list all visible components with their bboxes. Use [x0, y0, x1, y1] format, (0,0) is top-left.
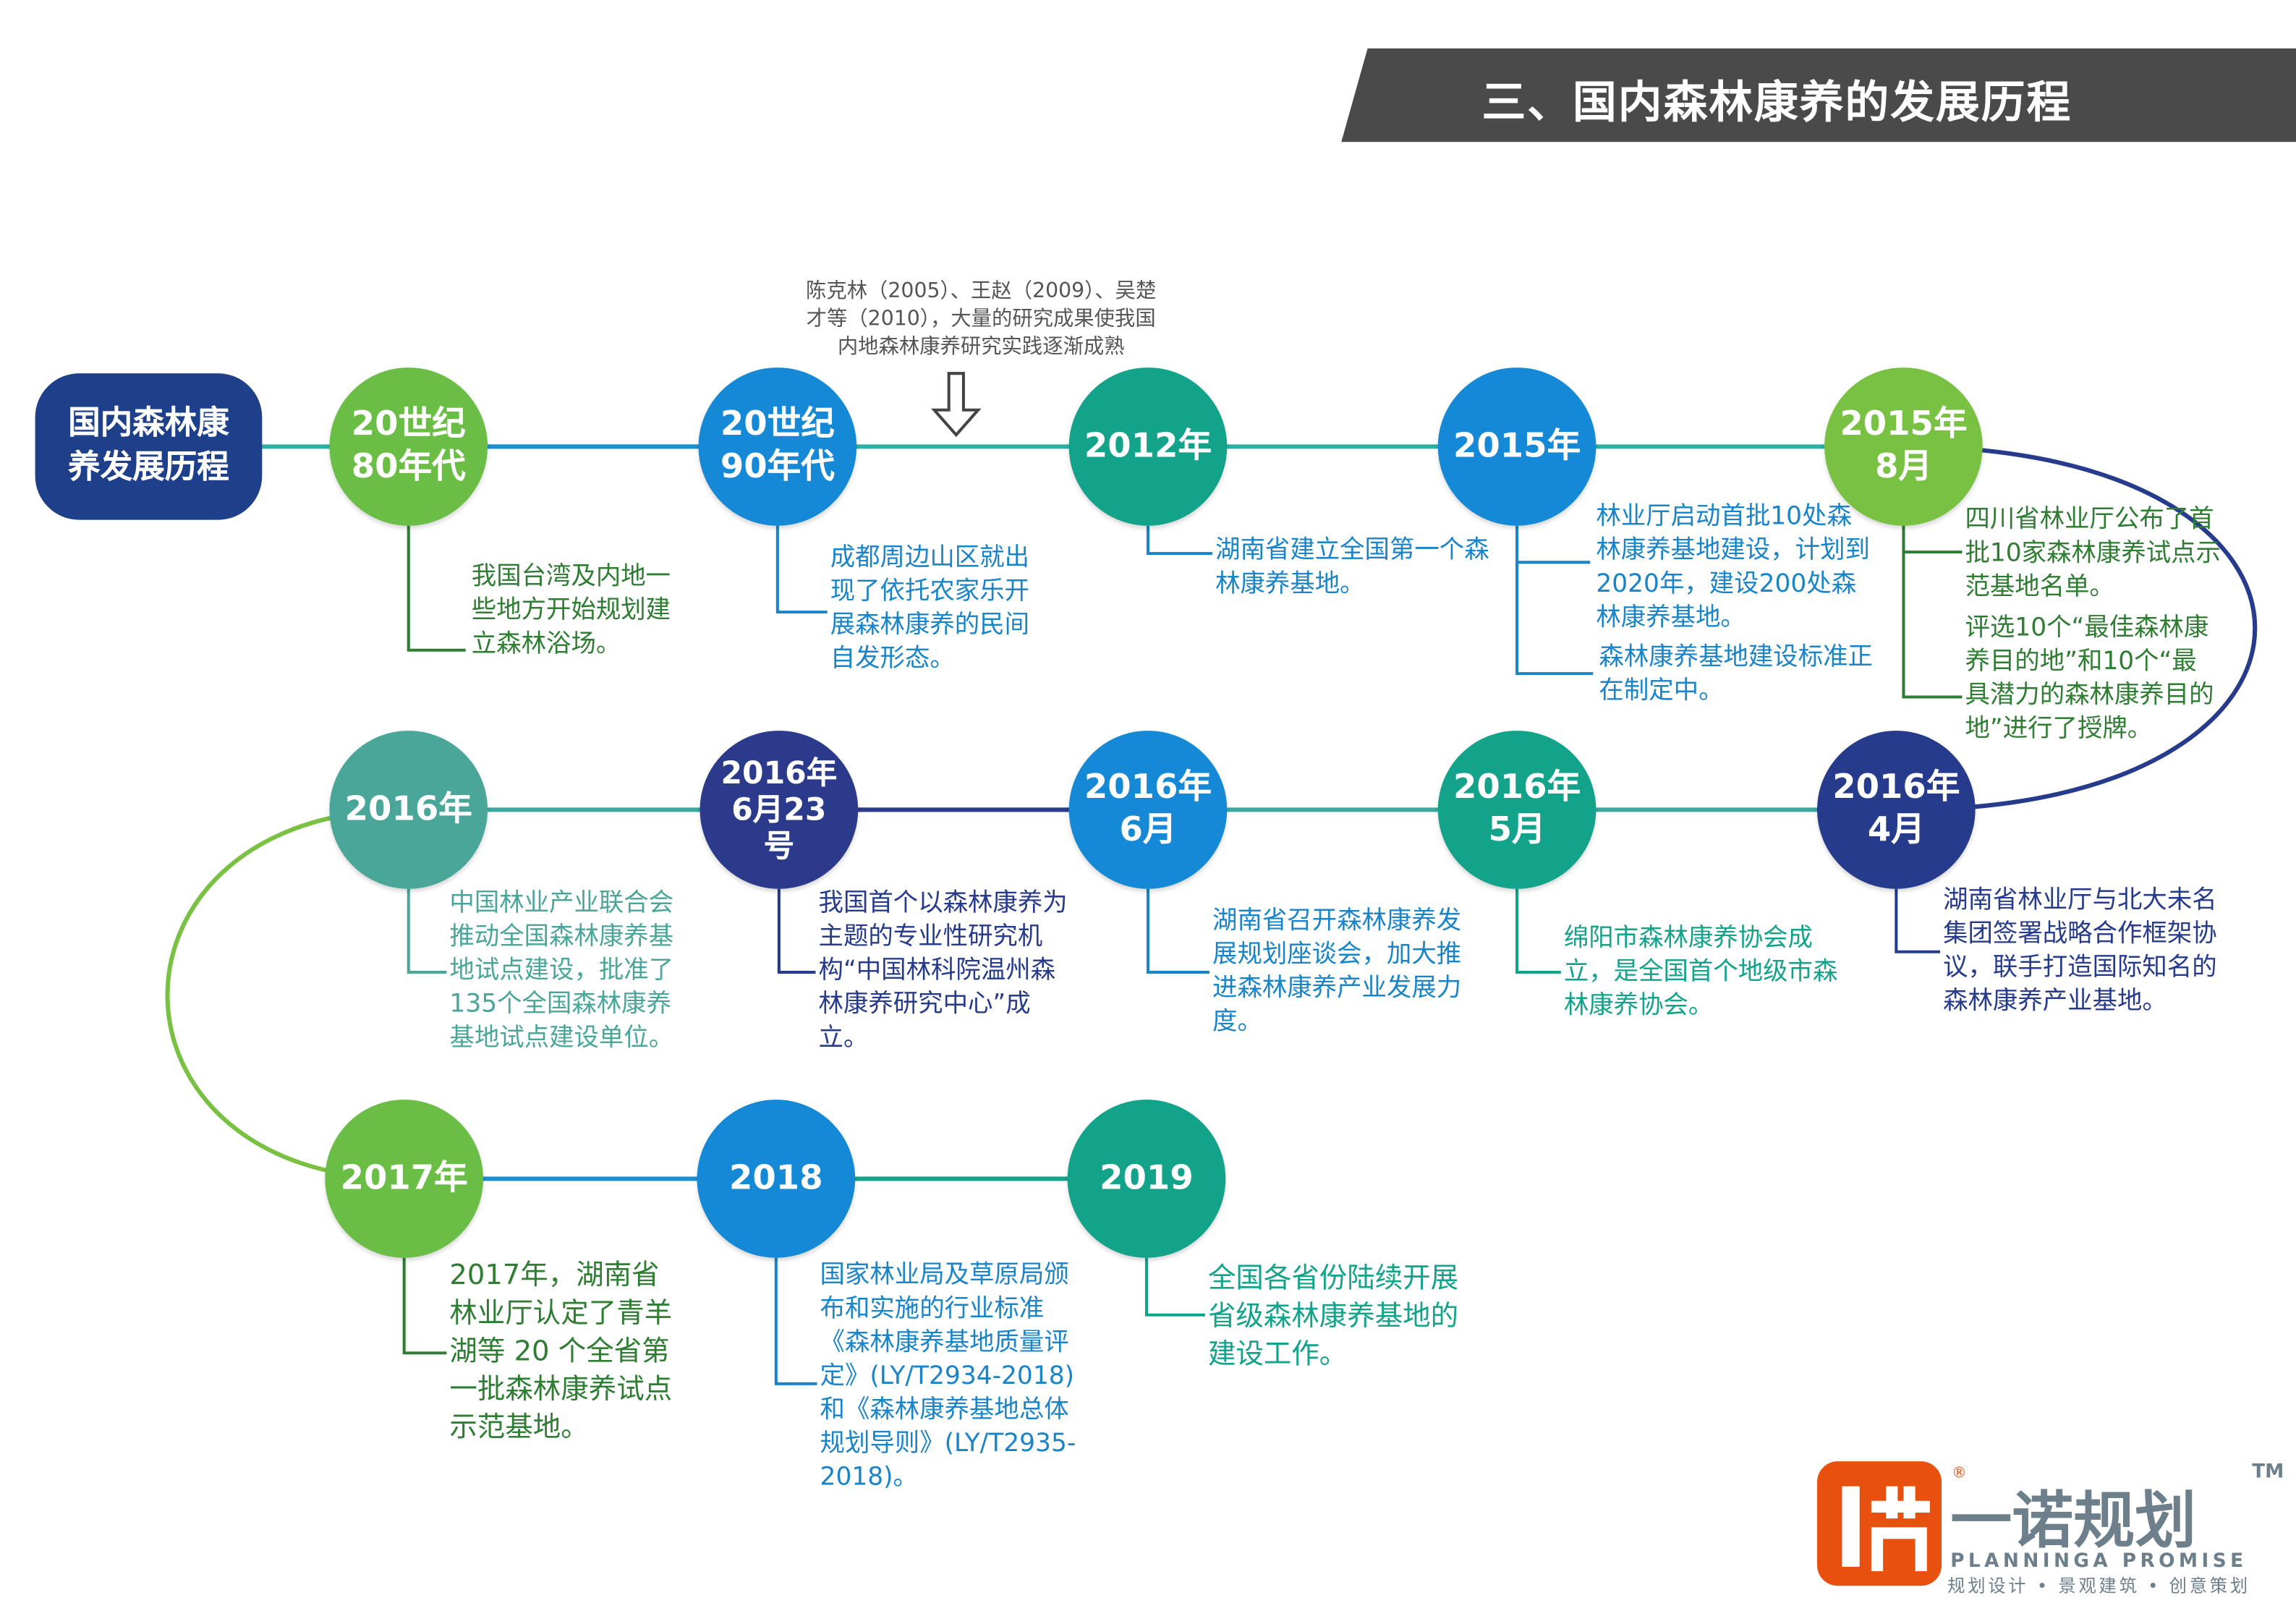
milestone-node: 2015年	[1437, 367, 1596, 526]
down-arrow-icon	[930, 372, 982, 438]
left-curve	[165, 807, 409, 1181]
milestone-node: 2015年 8月	[1824, 367, 1983, 526]
milestone-node: 2019	[1067, 1100, 1226, 1258]
milestone-description: 国家林业局及草原局颁 布和实施的行业标准 《森林康养基地质量评 定》(LY/T2…	[820, 1260, 1076, 1492]
milestone-description-2: 森林康养基地建设标准正 在制定中。	[1599, 642, 1873, 706]
milestone-description: 湖南省建立全国第一个森 林康养基地。	[1215, 535, 1489, 599]
milestone-description: 2017年，湖南省 林业厅认定了青羊 湖等 20 个全省第 一批森林康养试点 示…	[449, 1259, 673, 1444]
milestone-description: 全国各省份陆续开展 省级森林康养基地的 建设工作。	[1207, 1262, 1459, 1371]
svg-text:®: ®	[1952, 1463, 1966, 1481]
milestone-description: 我国台湾及内地一 些地方开始规划建 立森林浴场。	[471, 562, 671, 659]
milestone-node: 2017年	[325, 1100, 483, 1258]
research-note: 陈克林（2005）、王赵（2009）、吴楚 才等（2010），大量的研究成果使我…	[806, 279, 1157, 359]
milestone-node: 20世纪 90年代	[698, 367, 857, 526]
milestone-description: 我国首个以森林康养为 主题的专业性研究机 构“中国林科院温州森 林康养研究中心”…	[818, 888, 1068, 1053]
milestone-description: 湖南省召开森林康养发 展规划座谈会，加大推 进森林康养产业发展力 度。	[1212, 906, 1462, 1037]
milestone-node: 2016年 5月	[1437, 731, 1596, 889]
company-logo: ® TM 一诺规划 PLANNINGA PROMISE 规划设计 • 景观建筑 …	[1813, 1457, 2296, 1603]
title-banner: 三、国内森林康养的发展历程	[1341, 48, 2296, 143]
svg-text:TM: TM	[2252, 1461, 2284, 1482]
milestone-node: 2016年 4月	[1817, 731, 1976, 889]
milestone-node: 2018	[697, 1100, 856, 1258]
svg-text:PLANNINGA PROMISE: PLANNINGA PROMISE	[1950, 1550, 2243, 1572]
milestone-node: 2012年	[1068, 367, 1228, 526]
milestone-description: 林业厅启动首批10处森 林康养基地建设，计划到 2020年，建设200处森 林康…	[1596, 502, 1870, 633]
milestone-description: 绵阳市森林康养协会成 立，是全国首个地级市森 林康养协会。	[1563, 924, 1838, 1021]
milestone-description: 成都周边山区就出 现了依托农家乐开 展森林康养的民间 自发形态。	[830, 543, 1030, 674]
milestone-node: 20世纪 80年代	[329, 367, 488, 526]
milestone-description: 中国林业产业联合会 推动全国森林康养基 地试点建设，批准了 135个全国森林康养…	[449, 888, 674, 1053]
milestone-description: 湖南省林业厅与北大未名 集团签署战略合作框架协 议，联手打造国际知名的 森林康养…	[1943, 885, 2217, 1016]
milestone-node: 2016年	[329, 731, 488, 889]
milestone-node: 2016年 6月	[1068, 731, 1228, 889]
right-curve	[1903, 444, 2258, 812]
page-title: 三、国内森林康养的发展历程	[1481, 77, 2072, 129]
milestone-description-2: 评选10个“最佳森林康 养目的地”和10个“最 具潜力的森林康养目的 地”进行了…	[1965, 613, 2214, 744]
milestone-description: 四川省林业厅公布了首 批10家森林康养试点示 范基地名单。	[1965, 505, 2221, 602]
svg-text:规划设计 • 景观建筑 • 创意策划: 规划设计 • 景观建筑 • 创意策划	[1947, 1575, 2248, 1596]
svg-text:一诺规划: 一诺规划	[1950, 1485, 2196, 1557]
milestone-node: 2016年 6月23 号	[700, 731, 859, 889]
timeline-start-label: 国内森林康 养发展历程	[35, 373, 263, 520]
